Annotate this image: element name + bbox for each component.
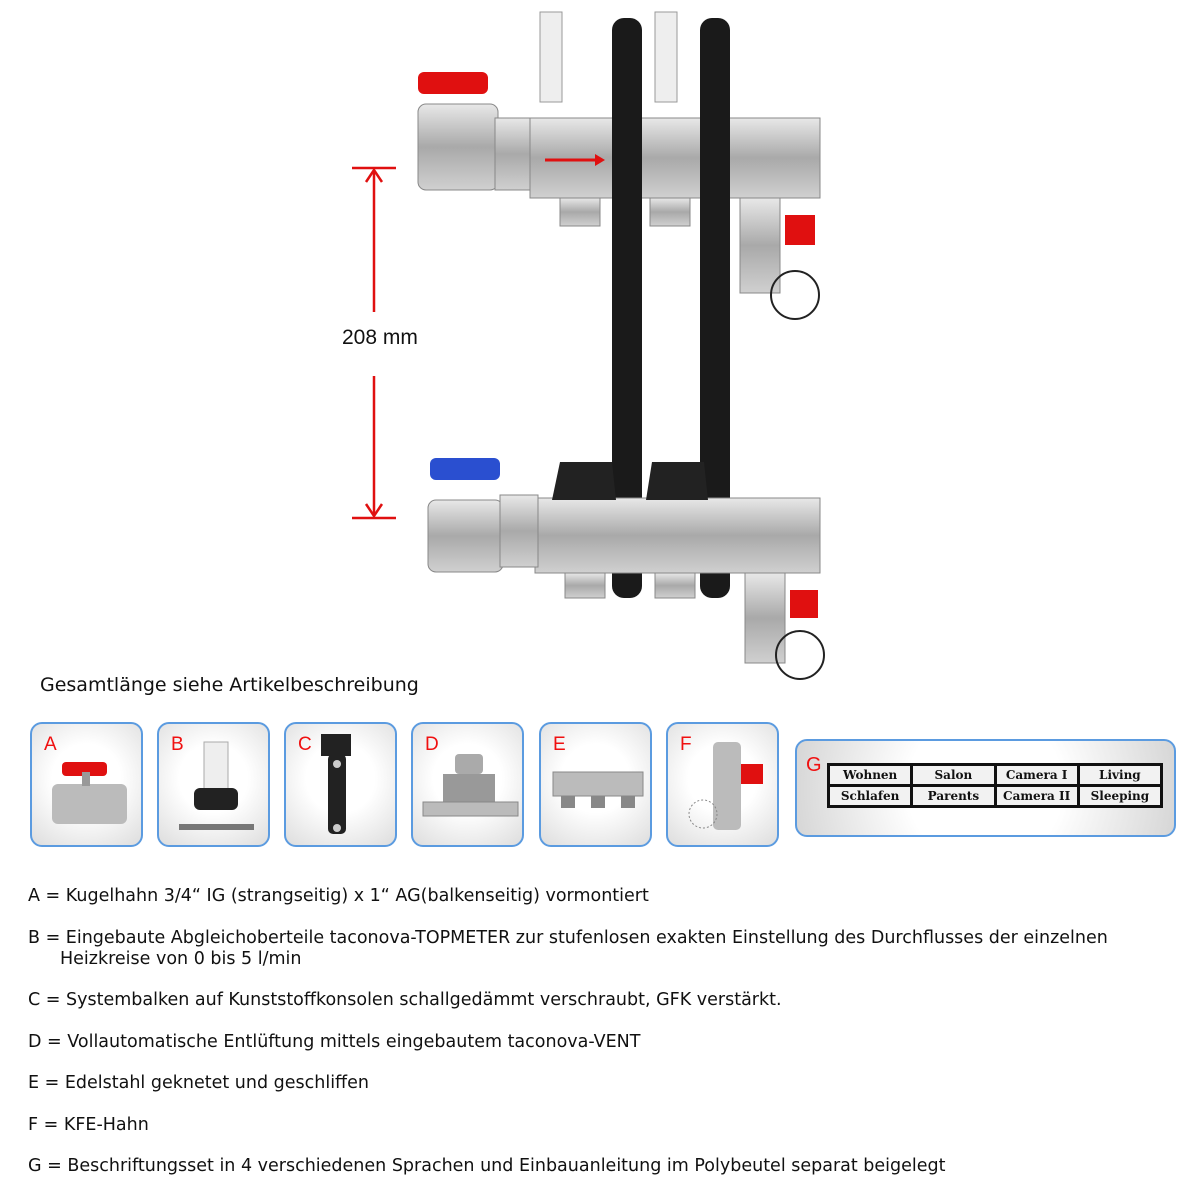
supply-bar bbox=[417, 11, 821, 320]
thumbnail-f-drain-valve: F bbox=[666, 722, 779, 847]
air-vent-icon bbox=[422, 754, 519, 817]
thumbnail-letter: G bbox=[806, 754, 822, 776]
thumbnail-c-bracket: C bbox=[284, 722, 397, 847]
description-b: B = Eingebaute Abgleichoberteile taconov… bbox=[28, 928, 1108, 970]
manifold-illustration bbox=[352, 11, 825, 680]
stainless-bar-icon bbox=[552, 771, 644, 808]
dimension-arrow bbox=[352, 166, 396, 520]
label-item: Wohnen bbox=[830, 766, 911, 784]
thumbnail-letter: B bbox=[171, 734, 184, 755]
drain-valve-icon bbox=[688, 742, 763, 830]
return-bar bbox=[427, 458, 825, 680]
flow-meter-icon bbox=[179, 741, 254, 830]
label-item: Camera I bbox=[996, 766, 1077, 784]
bracket-icon bbox=[321, 734, 351, 834]
description-f: F = KFE-Hahn bbox=[28, 1115, 149, 1136]
label-set-panel: G Wohnen Salon Camera I Living Schlafen … bbox=[795, 739, 1176, 837]
description-a: A = Kugelhahn 3/4“ IG (strangseitig) x 1… bbox=[28, 886, 649, 907]
description-text: B = Eingebaute Abgleichoberteile taconov… bbox=[28, 928, 1108, 948]
thumbnail-d-air-vent: D bbox=[411, 722, 524, 847]
description-text: C = Systembalken auf Kunststoffkonsolen … bbox=[28, 990, 782, 1010]
thumbnail-e-stainless-bar: E bbox=[539, 722, 652, 847]
description-text: E = Edelstahl geknetet und geschliffen bbox=[28, 1073, 369, 1093]
description-e: E = Edelstahl geknetet und geschliffen bbox=[28, 1073, 369, 1094]
description-c: C = Systembalken auf Kunststoffkonsolen … bbox=[28, 990, 782, 1011]
subtitle: Gesamtlänge siehe Artikelbeschreibung bbox=[40, 674, 419, 696]
red-valve-handle-icon bbox=[418, 72, 488, 94]
thumbnail-letter: D bbox=[425, 734, 439, 755]
label-strip: Wohnen Salon Camera I Living Schlafen Pa… bbox=[827, 763, 1163, 808]
dimension-label: 208 mm bbox=[342, 326, 418, 349]
description-text: F = KFE-Hahn bbox=[28, 1115, 149, 1135]
thumbnail-letter: E bbox=[553, 734, 566, 755]
description-text: D = Vollautomatische Entlüftung mittels … bbox=[28, 1032, 641, 1052]
label-item: Salon bbox=[913, 766, 994, 784]
label-item: Sleeping bbox=[1079, 787, 1160, 805]
ball-valve-icon bbox=[52, 762, 127, 824]
thumbnail-b-flow-meter: B bbox=[157, 722, 270, 847]
label-item: Parents bbox=[913, 787, 994, 805]
mounting-brackets bbox=[612, 18, 730, 598]
label-item: Living bbox=[1079, 766, 1160, 784]
label-item: Schlafen bbox=[830, 787, 911, 805]
description-text-continued: Heizkreise von 0 bis 5 l/min bbox=[60, 949, 302, 969]
description-text: G = Beschriftungsset in 4 verschiedenen … bbox=[28, 1156, 946, 1176]
thumbnail-letter: F bbox=[680, 734, 692, 755]
description-g: G = Beschriftungsset in 4 verschiedenen … bbox=[28, 1156, 946, 1177]
description-text: A = Kugelhahn 3/4“ IG (strangseitig) x 1… bbox=[28, 886, 649, 906]
blue-valve-handle-icon bbox=[430, 458, 500, 480]
thumbnail-a-ball-valve: A bbox=[30, 722, 143, 847]
thumbnail-letter: C bbox=[298, 734, 312, 755]
thumbnail-letter: A bbox=[44, 734, 57, 755]
description-d: D = Vollautomatische Entlüftung mittels … bbox=[28, 1032, 640, 1053]
label-item: Camera II bbox=[996, 787, 1077, 805]
